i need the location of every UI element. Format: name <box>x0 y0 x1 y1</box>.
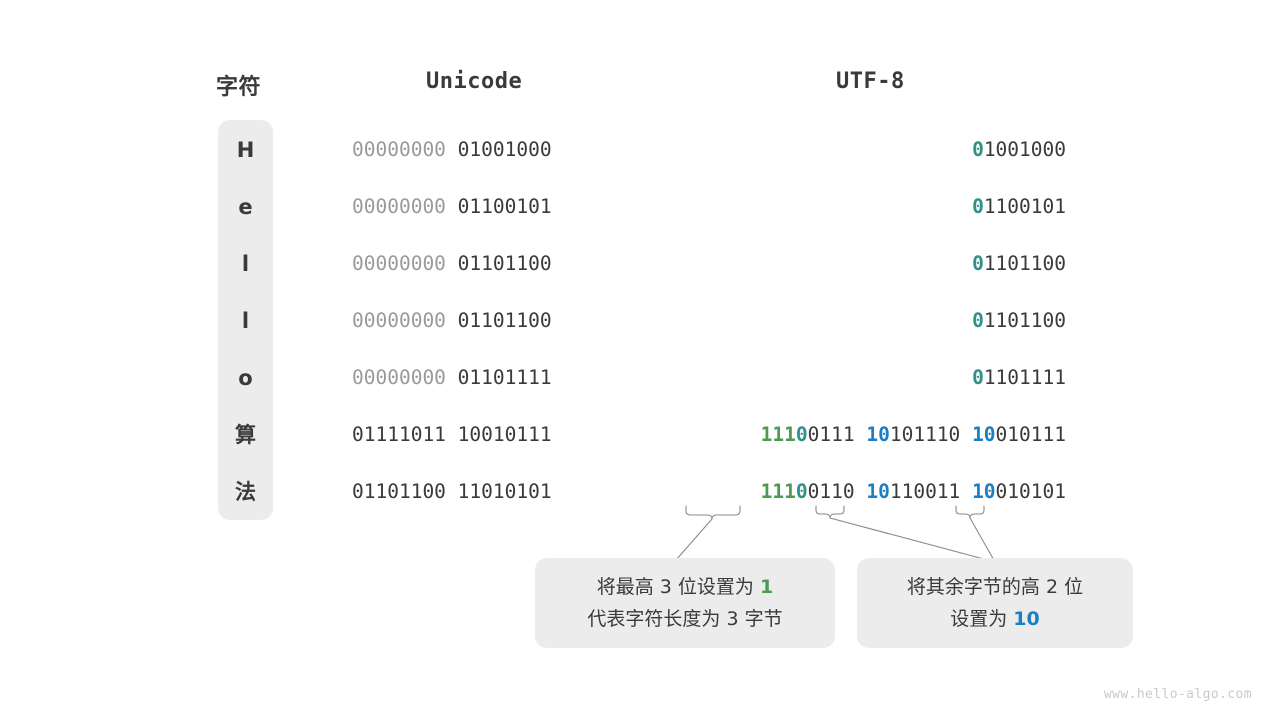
unicode-bits: 00000000 01101100 <box>352 308 552 334</box>
utf8-bits: 01001000 <box>972 137 1066 163</box>
character-cell: l <box>241 309 250 333</box>
utf8-payload-bits: 101110 <box>889 423 961 446</box>
utf8-byte: 01001000 <box>972 138 1066 161</box>
callout-continuation-bits: 将其余字节的高 2 位 设置为 10 <box>857 558 1133 648</box>
unicode-byte: 00000000 <box>352 195 446 218</box>
callout-1-line-1: 将最高 3 位设置为 1 <box>535 571 835 603</box>
character-cell: H <box>236 138 255 162</box>
unicode-byte: 00000000 <box>352 252 446 275</box>
utf8-prefix-bits: 10 <box>866 480 890 503</box>
utf8-payload-bits: 0111 <box>807 423 855 446</box>
utf8-bits: 01100101 <box>972 194 1066 220</box>
watermark: www.hello-algo.com <box>1103 687 1252 702</box>
character-cell: o <box>238 366 253 390</box>
byte-separator <box>446 138 458 161</box>
utf8-byte: 01101100 <box>972 309 1066 332</box>
unicode-byte: 01111011 <box>352 423 446 446</box>
utf8-prefix-bits: 10 <box>972 423 996 446</box>
character-cell: 法 <box>235 480 256 504</box>
utf8-byte: 11100111 <box>761 423 855 446</box>
utf8-byte: 10010111 <box>972 423 1066 446</box>
utf8-payload-bits: 010111 <box>995 423 1066 446</box>
column-header-character: 字符 <box>216 75 262 100</box>
utf8-payload-bits: 0110 <box>807 480 855 503</box>
unicode-byte: 00000000 <box>352 366 446 389</box>
utf8-bits: 01101100 <box>972 251 1066 277</box>
utf8-prefix-bits: 0 <box>972 309 984 332</box>
byte-separator <box>855 423 867 446</box>
character-column-capsule <box>218 120 273 520</box>
utf8-prefix-terminator-bit: 0 <box>795 480 808 503</box>
utf8-payload-bits: 1101111 <box>983 366 1066 389</box>
unicode-byte: 01101100 <box>457 309 552 332</box>
character-cell: 算 <box>235 423 256 447</box>
utf8-payload-bits: 1001000 <box>983 138 1066 161</box>
byte-separator <box>855 480 867 503</box>
utf8-prefix-bits: 0 <box>972 195 984 218</box>
utf8-byte: 10110011 <box>866 480 960 503</box>
utf8-byte: 10101110 <box>866 423 960 446</box>
utf8-payload-bits: 110011 <box>889 480 961 503</box>
utf8-bits: 11100111 10101110 10010111 <box>761 422 1066 448</box>
unicode-byte: 00000000 <box>352 309 446 332</box>
utf8-prefix-bits: 10 <box>972 480 996 503</box>
unicode-byte: 10010111 <box>457 423 552 446</box>
utf8-payload-bits: 1100101 <box>983 195 1066 218</box>
byte-separator <box>446 195 458 218</box>
byte-separator <box>446 366 458 389</box>
utf8-bits: 01101111 <box>972 365 1066 391</box>
unicode-bits: 01111011 10010111 <box>352 422 552 448</box>
unicode-bits: 00000000 01001000 <box>352 137 552 163</box>
callout-1-highlight: 1 <box>759 576 774 598</box>
character-cell: e <box>238 195 253 219</box>
utf8-payload-bits: 1101100 <box>983 309 1066 332</box>
callout-2-highlight: 10 <box>1013 608 1040 630</box>
utf8-prefix-bits: 111 <box>760 480 796 503</box>
column-header-utf8: UTF-8 <box>836 69 905 94</box>
utf8-prefix-bits: 10 <box>866 423 890 446</box>
utf8-byte: 10010101 <box>972 480 1066 503</box>
utf8-payload-bits: 010101 <box>995 480 1066 503</box>
utf8-prefix-bits: 0 <box>972 138 984 161</box>
utf8-byte: 01100101 <box>972 195 1066 218</box>
unicode-bits: 00000000 01101100 <box>352 251 552 277</box>
byte-separator <box>446 252 458 275</box>
utf8-bits: 01101100 <box>972 308 1066 334</box>
character-cell: l <box>241 252 250 276</box>
unicode-byte: 01101100 <box>352 480 446 503</box>
utf8-byte: 11100110 <box>761 480 855 503</box>
utf8-prefix-bits: 111 <box>760 423 796 446</box>
utf8-prefix-bits: 0 <box>972 252 984 275</box>
unicode-bits: 00000000 01101111 <box>352 365 552 391</box>
unicode-byte: 00000000 <box>352 138 446 161</box>
utf8-bits: 11100110 10110011 10010101 <box>761 479 1066 505</box>
utf8-prefix-bits: 0 <box>972 366 984 389</box>
utf8-payload-bits: 1101100 <box>983 252 1066 275</box>
unicode-byte: 01101100 <box>457 252 552 275</box>
callout-2-line-2-text: 设置为 <box>950 608 1014 630</box>
callout-1-line-1-text: 将最高 3 位设置为 <box>596 576 760 598</box>
callout-2-line-1: 将其余字节的高 2 位 <box>906 576 1084 598</box>
callout-high-bits: 将最高 3 位设置为 1 代表字符长度为 3 字节 <box>535 558 835 648</box>
byte-separator <box>960 423 972 446</box>
byte-separator <box>960 480 972 503</box>
callout-2-line-2: 设置为 10 <box>857 603 1133 635</box>
unicode-bits: 00000000 01100101 <box>352 194 552 220</box>
unicode-byte: 01101111 <box>457 366 552 389</box>
byte-separator <box>446 423 458 446</box>
utf8-byte: 01101100 <box>972 252 1066 275</box>
column-header-unicode: Unicode <box>426 69 523 94</box>
unicode-byte: 01001000 <box>457 138 552 161</box>
unicode-byte: 01100101 <box>457 195 552 218</box>
unicode-byte: 11010101 <box>457 480 552 503</box>
callout-1-line-2: 代表字符长度为 3 字节 <box>587 608 783 630</box>
utf8-prefix-terminator-bit: 0 <box>795 423 808 446</box>
byte-separator <box>446 309 458 332</box>
byte-separator <box>446 480 458 503</box>
unicode-bits: 01101100 11010101 <box>352 479 552 505</box>
utf8-byte: 01101111 <box>972 366 1066 389</box>
